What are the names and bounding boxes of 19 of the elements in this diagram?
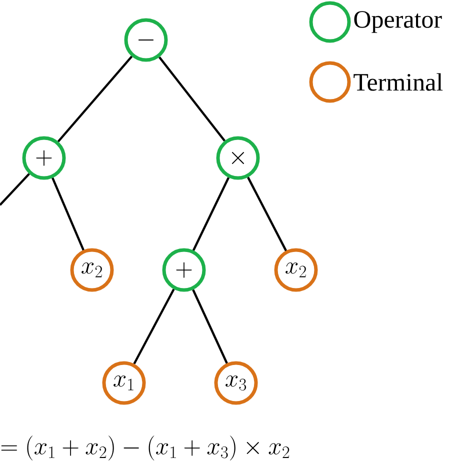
tree-edge [158,56,226,142]
legend-label: Terminal [354,73,443,91]
terminal-node: $x_1$ [102,361,146,405]
tree-edge [192,177,230,251]
terminal-node: $x_3$ [214,361,258,405]
tree-edge [192,289,228,364]
tree-edge [133,288,175,364]
tree-edge [57,56,133,142]
legend-label: Operator [354,11,442,33]
terminal-node: $x_2$ [70,248,114,292]
operator-node: $+$ [22,136,66,180]
terminal-node: $x_2$ [274,248,318,292]
tree-edge [0,173,30,206]
formula: $= (x_1 + x_2) - (x_1 + x_3) \times x_2$ [1,436,290,460]
operator-node: $\times$ [216,136,260,180]
tree-edge [52,178,84,250]
operator-node: $+$ [162,248,206,292]
tree-edge [247,176,287,252]
operator-node: $-$ [124,18,168,62]
